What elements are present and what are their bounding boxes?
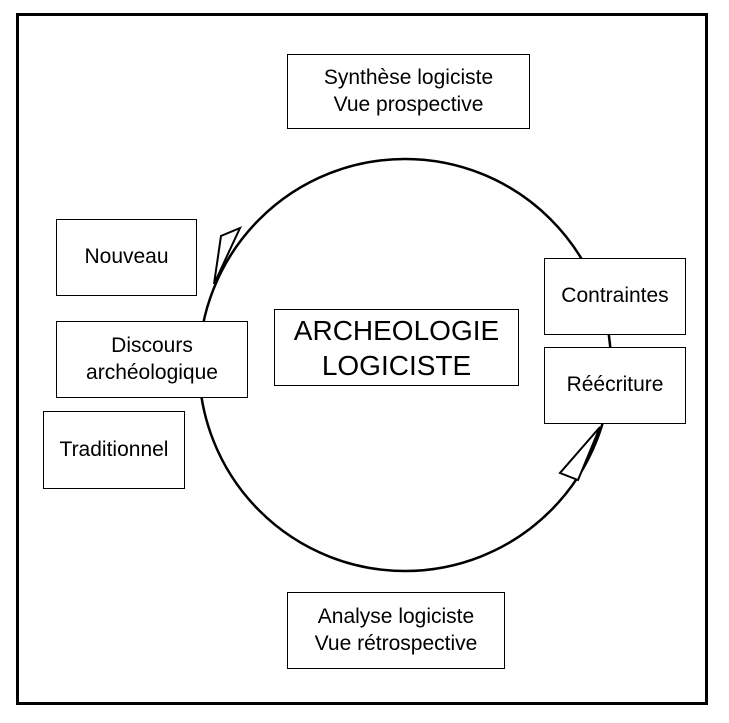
center-title-line2: LOGICISTE xyxy=(321,349,472,381)
contraintes-box: Contraintes xyxy=(544,258,686,335)
analyse-line2: Vue rétrospective xyxy=(314,631,478,655)
traditionnel-label: Traditionnel xyxy=(59,437,169,461)
discours-box: Discours archéologique xyxy=(56,321,248,398)
synthese-line1: Synthèse logiciste xyxy=(323,66,494,90)
analyse-box: Analyse logiciste Vue rétrospective xyxy=(287,592,505,669)
discours-line1: Discours xyxy=(111,334,193,358)
nouveau-box: Nouveau xyxy=(56,219,197,296)
analyse-line1: Analyse logiciste xyxy=(317,605,475,629)
center-title-box: ARCHEOLOGIE LOGICISTE xyxy=(274,309,519,386)
contraintes-label: Contraintes xyxy=(561,284,669,308)
discours-line2: archéologique xyxy=(86,360,218,384)
arrowhead-right xyxy=(558,426,601,482)
center-title-line1: ARCHEOLOGIE xyxy=(293,314,500,346)
arrowhead-left xyxy=(213,226,242,285)
diagram-frame xyxy=(16,13,708,705)
synthese-box: Synthèse logiciste Vue prospective xyxy=(287,54,530,129)
reecriture-box: Réécriture xyxy=(544,347,686,424)
traditionnel-box: Traditionnel xyxy=(43,411,185,489)
nouveau-label: Nouveau xyxy=(84,245,169,269)
synthese-line2: Vue prospective xyxy=(333,92,484,116)
reecriture-label: Réécriture xyxy=(566,373,664,397)
